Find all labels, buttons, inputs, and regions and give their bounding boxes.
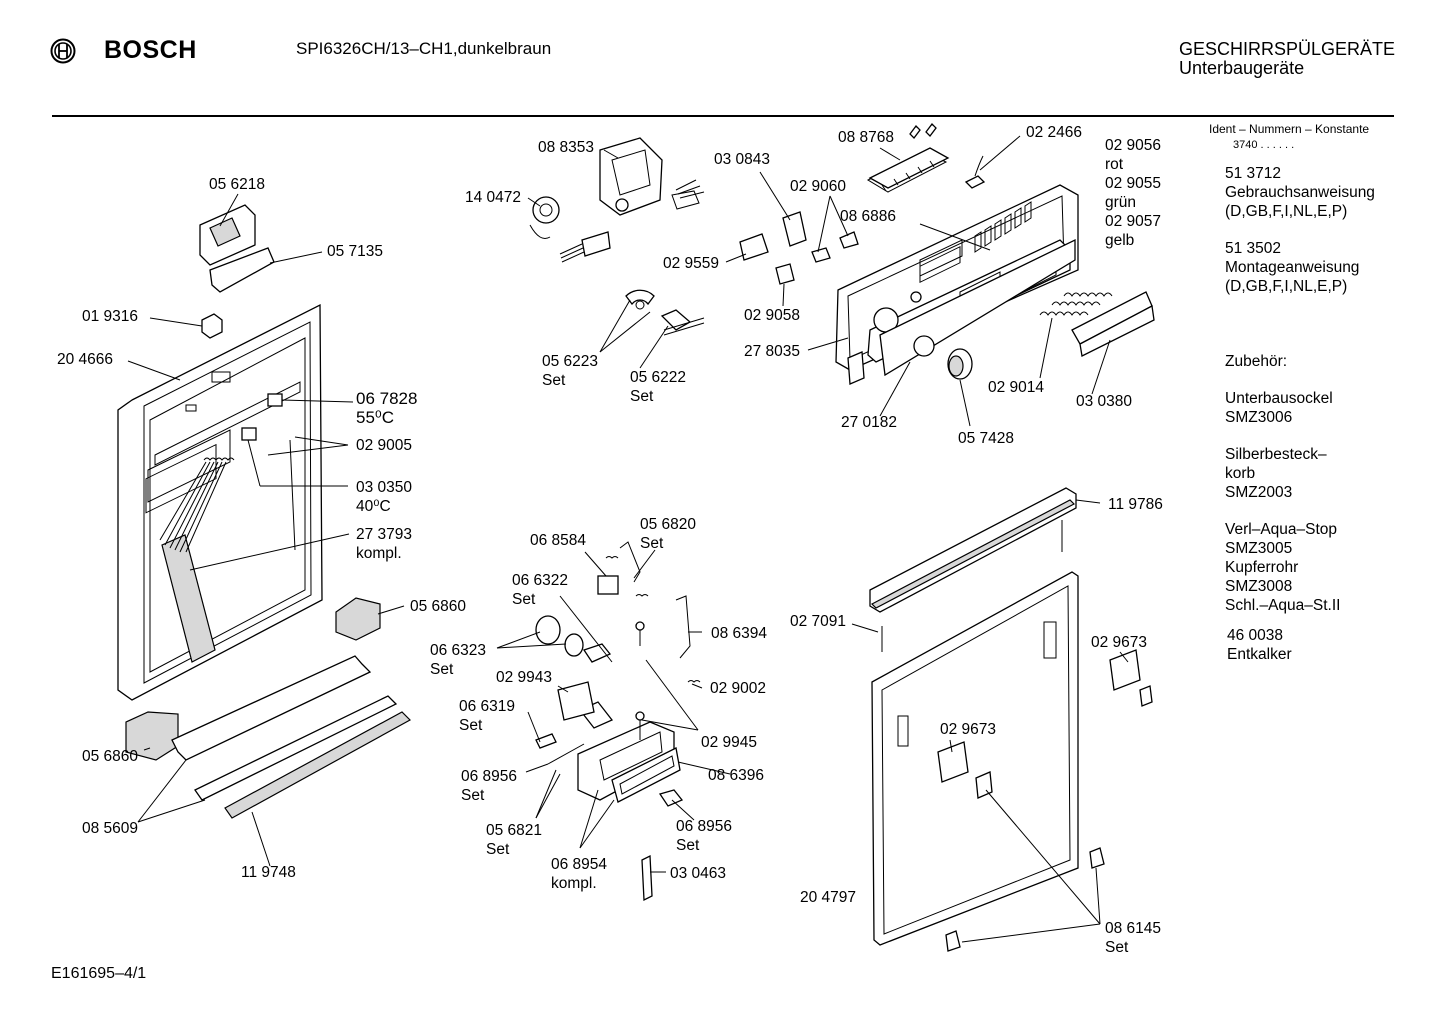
header-rule [52,115,1394,117]
sidebar-group-user-manual: 51 3712 Gebrauchsanweisung (D,GB,F,I,NL,… [1225,165,1375,220]
part-label-086396: 08 6396 [708,767,765,784]
part-label-057428: 05 7428 [958,430,1015,447]
category-title: GESCHIRRSPÜLGERÄTE Unterbaugeräte [1179,40,1395,78]
part-label-068584: 06 8584 [530,532,587,549]
push-button-row [866,123,950,193]
brand-name: BOSCH [104,36,197,64]
sidebar-group-installation-manual: 51 3502 Montageanweisung (D,GB,F,I,NL,E,… [1225,240,1360,295]
part-label-029673-right: 02 9673 [1091,634,1148,651]
part-label-030843: 03 0843 [714,151,771,168]
part-label-204797: 20 4797 [800,889,857,906]
bottom-profile-strips [171,655,411,819]
part-label-056860-upper: 05 6860 [410,598,467,615]
ident-heading: Ident – Nummern – Konstante [1209,122,1370,136]
part-label-140472: 14 0472 [465,189,522,206]
foam-block-upper [335,597,381,641]
small-clip [201,313,223,339]
part-label-030463: 03 0463 [670,865,727,882]
springs-and-button-caps [1039,291,1155,357]
part-label-204666: 20 4666 [57,351,114,368]
part-label-029058: 02 9058 [744,307,801,324]
panel-cover [879,238,1076,377]
part-label-029060: 02 9060 [790,178,847,195]
switch-knob-small [529,196,560,239]
part-label-022466: 02 2466 [1026,124,1083,141]
part-label-088768: 08 8768 [838,129,895,146]
part-label-029014: 02 9014 [988,379,1045,396]
part-label-086886: 08 6886 [840,208,897,225]
part-label-029673-center: 02 9673 [940,721,997,738]
micro-switches [739,211,859,285]
part-label-270182: 27 0182 [841,414,898,431]
inner-door-panel [117,303,323,701]
program-switch [559,137,705,263]
leader-lines [127,135,1129,943]
part-label-030380: 03 0380 [1076,393,1133,410]
model-title: SPI6326CH/13–CH1,dunkelbraun [296,39,552,58]
part-label-119748: 11 9748 [241,864,296,881]
detergent-dispenser [535,541,701,902]
category-line-2: Unterbaugeräte [1179,58,1305,78]
sidebar-group-cutlery-basket: Silberbesteck– korb SMZ2003 [1225,446,1327,501]
part-label-029943: 02 9943 [496,669,553,686]
sidebar-group-accessories-heading: Zubehör: [1225,353,1288,370]
part-label-119786: 11 9786 [1108,496,1163,513]
part-label-278035: 27 8035 [744,343,801,360]
part-label-029056-colors: 02 9056 rot 02 9055 grün 02 9057 gelb [1105,137,1162,249]
upper-latch-part [199,204,275,293]
ident-value: 3740 . . . . . . [1233,139,1295,151]
temperature-selector [625,289,705,336]
part-label-088353: 08 8353 [538,139,595,156]
bosch-logo-icon [50,38,76,64]
part-label-029559: 02 9559 [663,255,720,272]
part-label-085609: 08 5609 [82,820,139,837]
indicator-led [964,155,986,189]
part-label-086394: 08 6394 [711,625,768,642]
rotary-knob [947,348,973,380]
outer-door-panel [871,571,1153,952]
part-label-019316: 01 9316 [82,308,139,325]
part-label-056218: 05 6218 [209,176,266,193]
drawing-code: E161695–4/1 [51,965,147,982]
sidebar-group-plinth: Unterbausockel SMZ3006 [1225,390,1333,426]
category-line-1: GESCHIRRSPÜLGERÄTE [1179,39,1396,59]
part-label-056860-lower: 05 6860 [82,748,139,765]
sidebar-group-aqua-stop: Verl–Aqua–Stop SMZ3005 Kupferrohr SMZ300… [1225,521,1341,614]
part-label-029002: 02 9002 [710,680,767,697]
part-label-057135: 05 7135 [327,243,384,260]
part-label-029945: 02 9945 [701,734,758,751]
sidebar-group-descaler: 46 0038 Entkalker [1227,627,1292,663]
part-label-027091: 02 7091 [790,613,847,630]
handle-bar [869,487,1077,613]
part-label-029005: 02 9005 [356,437,413,454]
